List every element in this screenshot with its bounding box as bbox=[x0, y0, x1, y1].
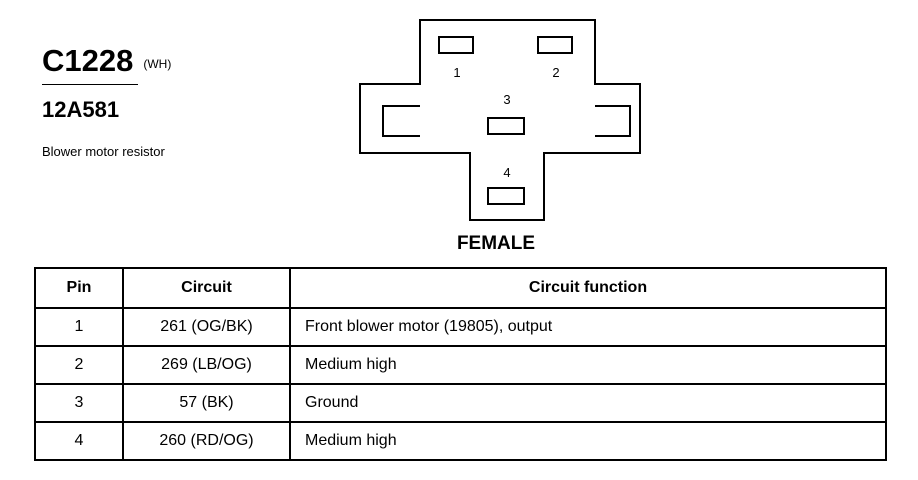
cell-circuit: 261 (OG/BK) bbox=[122, 307, 291, 347]
header-circuit: Circuit bbox=[122, 267, 291, 309]
pin-label-2: 2 bbox=[552, 65, 559, 80]
terminal-3 bbox=[487, 117, 525, 135]
header-circuit-function: Circuit function bbox=[289, 267, 887, 309]
cell-circuit: 57 (BK) bbox=[122, 383, 291, 423]
cell-pin: 3 bbox=[34, 383, 124, 423]
cell-function: Front blower motor (19805), output bbox=[289, 307, 887, 347]
cell-pin: 4 bbox=[34, 421, 124, 461]
terminal-4 bbox=[487, 187, 525, 205]
pin-label-3: 3 bbox=[503, 92, 510, 107]
left-latch-slot bbox=[382, 105, 420, 137]
cell-function: Medium high bbox=[289, 345, 887, 385]
table-header-row: Pin Circuit Circuit function bbox=[34, 267, 887, 309]
part-number: 12A581 bbox=[42, 97, 120, 122]
cell-pin: 1 bbox=[34, 307, 124, 347]
cell-circuit: 269 (LB/OG) bbox=[122, 345, 291, 385]
cell-pin: 2 bbox=[34, 345, 124, 385]
connector-face-diagram: 1 2 3 4 bbox=[359, 19, 641, 221]
connector-color-code: (WH) bbox=[143, 57, 172, 71]
connector-housing-outline bbox=[359, 19, 641, 221]
pin-label-1: 1 bbox=[453, 65, 460, 80]
pinout-table: Pin Circuit Circuit function 1 261 (OG/B… bbox=[34, 267, 887, 461]
table-row: 3 57 (BK) Ground bbox=[34, 383, 887, 423]
table-row: 1 261 (OG/BK) Front blower motor (19805)… bbox=[34, 307, 887, 347]
terminal-1 bbox=[438, 36, 474, 54]
pin-label-4: 4 bbox=[503, 165, 510, 180]
table-row: 4 260 (RD/OG) Medium high bbox=[34, 421, 887, 461]
cell-function: Ground bbox=[289, 383, 887, 423]
connector-id: C1228 bbox=[42, 43, 134, 78]
cell-circuit: 260 (RD/OG) bbox=[122, 421, 291, 461]
title-underline bbox=[42, 84, 138, 85]
terminal-2 bbox=[537, 36, 573, 54]
cell-function: Medium high bbox=[289, 421, 887, 461]
view-label: FEMALE bbox=[456, 233, 536, 254]
connector-description: Blower motor resistor bbox=[42, 144, 165, 159]
right-latch-slot bbox=[595, 105, 631, 137]
table-row: 2 269 (LB/OG) Medium high bbox=[34, 345, 887, 385]
header-pin: Pin bbox=[34, 267, 124, 309]
connector-title: C1228 (WH) bbox=[42, 44, 171, 78]
